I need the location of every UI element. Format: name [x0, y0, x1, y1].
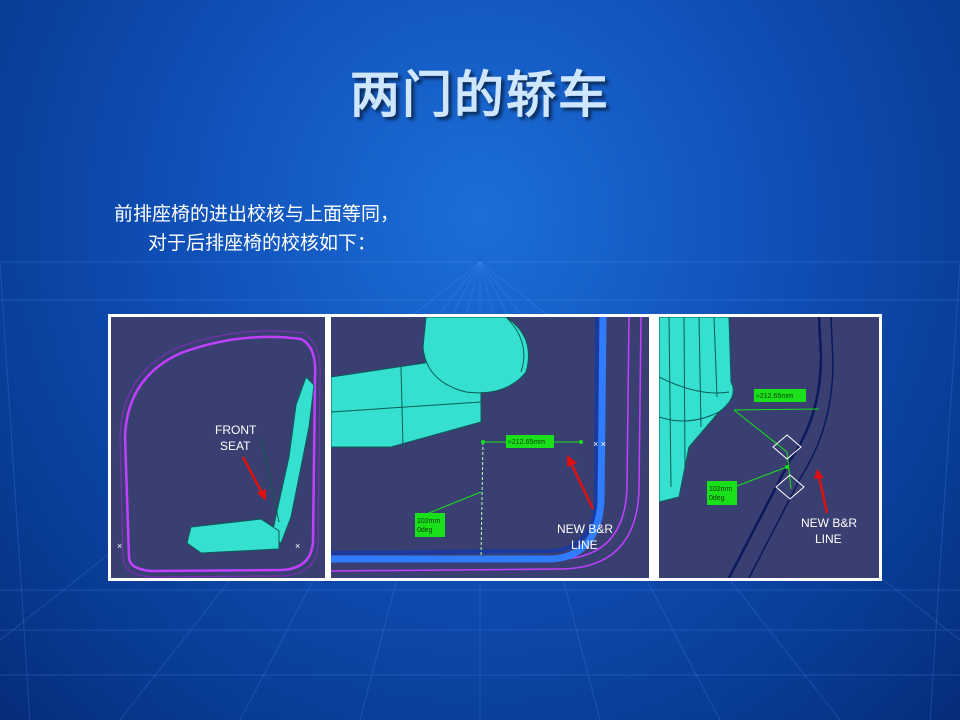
panel-front-seat: FRONT SEAT × × — [111, 317, 325, 578]
front-seat-label-line-2: SEAT — [220, 439, 251, 453]
svg-text:× ×: × × — [593, 439, 606, 449]
front-seat-label-line-1: FRONT — [215, 423, 257, 437]
body-text: 前排座椅的进出校核与上面等同， 对于后排座椅的校核如下： — [114, 200, 399, 258]
panel2-dim-low-line-2: 0deg — [417, 527, 433, 534]
svg-text:×: × — [295, 541, 300, 551]
panel3-label-line-2: LINE — [815, 532, 842, 546]
panel3-dim-low-line-1: 102mm — [709, 486, 733, 493]
panel3-label-line-1: NEW B&R — [801, 516, 857, 530]
slide-title: 两门的轿车 — [350, 66, 610, 124]
br-line-drawing: ≈212.65mm 102mm 0deg NEW B&R LINE — [659, 317, 857, 578]
panel2-dim-low-line-1: 102mm — [417, 518, 441, 525]
panel-rear-seat-zoom: ≈212.65mm 102mm 0deg NEW B&R LINE × × — [331, 317, 649, 578]
svg-text:×: × — [117, 541, 122, 551]
panel2-label-line-2: LINE — [571, 538, 598, 552]
panel2-label-line-1: NEW B&R — [557, 522, 613, 536]
panel-br-line-check: ≈212.65mm 102mm 0deg NEW B&R LINE — [659, 317, 879, 578]
cad-figure: FRONT SEAT × × ≈212.65mm — [108, 314, 882, 581]
front-seat-drawing: FRONT SEAT × × — [117, 330, 321, 578]
body-line-1: 前排座椅的进出校核与上面等同， — [114, 203, 400, 225]
rear-seat-drawing: ≈212.65mm 102mm 0deg NEW B&R LINE × × — [331, 317, 642, 572]
body-line-2: 对于后排座椅的校核如下： — [148, 232, 377, 254]
panel3-dim-low-line-2: 0deg — [709, 495, 725, 502]
panel2-dim-top: ≈212.65mm — [508, 439, 545, 446]
panel3-dim-top: ≈212.65mm — [756, 393, 793, 400]
